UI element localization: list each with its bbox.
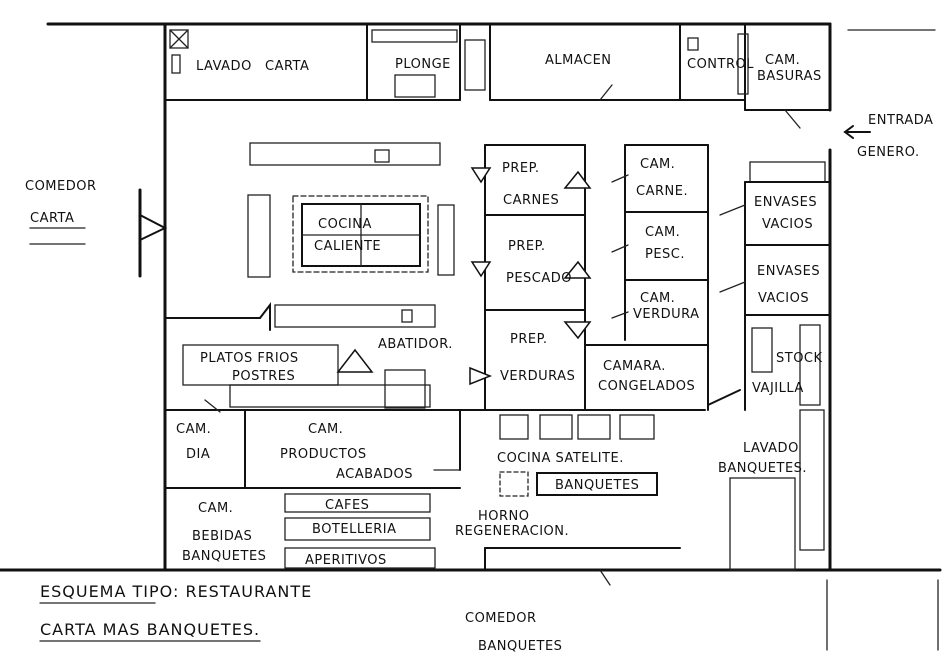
label-aperitivos: APERITIVOS [305, 553, 387, 568]
label-comedor-banquetes-2: BANQUETES [478, 639, 562, 654]
label-control: CONTROL [687, 57, 754, 72]
label-stock-2: VAJILLA [752, 381, 804, 396]
label-cam-productos-3: ACABADOS [336, 467, 413, 482]
comedor-carta-door [138, 188, 168, 278]
label-horno-1: HORNO [478, 509, 530, 524]
underlines [29, 227, 261, 642]
label-horno-2: REGENERACION. [455, 524, 569, 539]
label-lavado: LAVADO [196, 59, 252, 74]
label-cam-pesc-2: PESC. [645, 247, 685, 262]
label-almacen: ALMACEN [545, 53, 612, 68]
label-cam-verdura-1: CAM. [640, 291, 675, 306]
camaras [584, 144, 709, 411]
cocina-satelite-area [484, 409, 825, 586]
label-entrada-2: GENERO. [857, 145, 920, 160]
label-abatidor: ABATIDOR. [378, 337, 453, 352]
label-cam-carne-2: CARNE. [636, 184, 688, 199]
label-prep-verduras-1: PREP. [510, 332, 548, 347]
label-lavado-banquetes-1: LAVADO [743, 441, 799, 456]
label-carta-top: CARTA [265, 59, 309, 74]
cocina-caliente-area [247, 142, 455, 328]
label-entrada-1: ENTRADA [868, 113, 933, 128]
label-cam-bebidas-2: BEBIDAS [192, 529, 252, 544]
label-comedor-carta-1: COMEDOR [25, 179, 97, 194]
label-cam-pesc-1: CAM. [645, 225, 680, 240]
label-envases-2a: ENVASES [757, 264, 820, 279]
label-esquema-2: CARTA MAS BANQUETES. [40, 620, 260, 639]
label-cafes: CAFES [325, 498, 369, 513]
label-prep-carnes-1: PREP. [502, 161, 540, 176]
label-basuras-1: CAM. [765, 53, 800, 68]
label-banquetes-box: BANQUETES [555, 478, 639, 493]
label-cam-bebidas-1: CAM. [198, 501, 233, 516]
top-rooms [164, 23, 831, 129]
label-plonge: PLONGE [395, 57, 451, 72]
label-camara-congelados-2: CONGELADOS [598, 379, 695, 394]
prep-rooms [469, 144, 706, 411]
room-labels: LAVADO CARTA PLONGE ALMACEN CONTROL CAM.… [25, 53, 933, 654]
label-esquema-1: ESQUEMA TIPO: RESTAURANTE [40, 582, 312, 601]
label-camara-congelados-1: CAMARA. [603, 359, 666, 374]
label-cocina-caliente-1: COCINA [318, 217, 372, 232]
label-cam-carne-1: CAM. [640, 157, 675, 172]
label-comedor-carta-2: CARTA [30, 211, 74, 226]
envases-stock [707, 161, 831, 411]
label-cam-productos-1: CAM. [308, 422, 343, 437]
entrada-arrow-icon [843, 125, 871, 139]
label-botelleria: BOTELLERIA [312, 522, 397, 537]
label-cocina-caliente-2: CALIENTE [314, 239, 381, 254]
label-platos-frios-2: POSTRES [232, 369, 295, 384]
label-envases-1a: ENVASES [754, 195, 817, 210]
label-comedor-banquetes-1: COMEDOR [465, 611, 537, 626]
label-cam-bebidas-3: BANQUETES [182, 549, 266, 564]
label-stock-1: STOCK [776, 351, 823, 366]
outer-walls [0, 22, 942, 651]
label-cam-verdura-2: VERDURA [633, 307, 700, 322]
lower-left-rooms [164, 302, 486, 569]
label-cam-productos-2: PRODUCTOS [280, 447, 367, 462]
label-prep-pescado-1: PREP. [508, 239, 546, 254]
label-basuras-2: BASURAS [757, 69, 822, 84]
label-cocina-satelite: COCINA SATELITE. [497, 451, 624, 466]
label-cam-dia-1: CAM. [176, 422, 211, 437]
label-envases-2b: VACIOS [758, 291, 809, 306]
label-prep-carnes-2: CARNES [503, 193, 559, 208]
label-prep-pescado-2: PESCADO [506, 271, 572, 286]
label-prep-verduras-2: VERDURAS [500, 369, 575, 384]
label-platos-frios-1: PLATOS FRIOS [200, 351, 299, 366]
label-envases-1b: VACIOS [762, 217, 813, 232]
label-cam-dia-2: DIA [186, 447, 210, 462]
label-lavado-banquetes-2: BANQUETES. [718, 461, 807, 476]
